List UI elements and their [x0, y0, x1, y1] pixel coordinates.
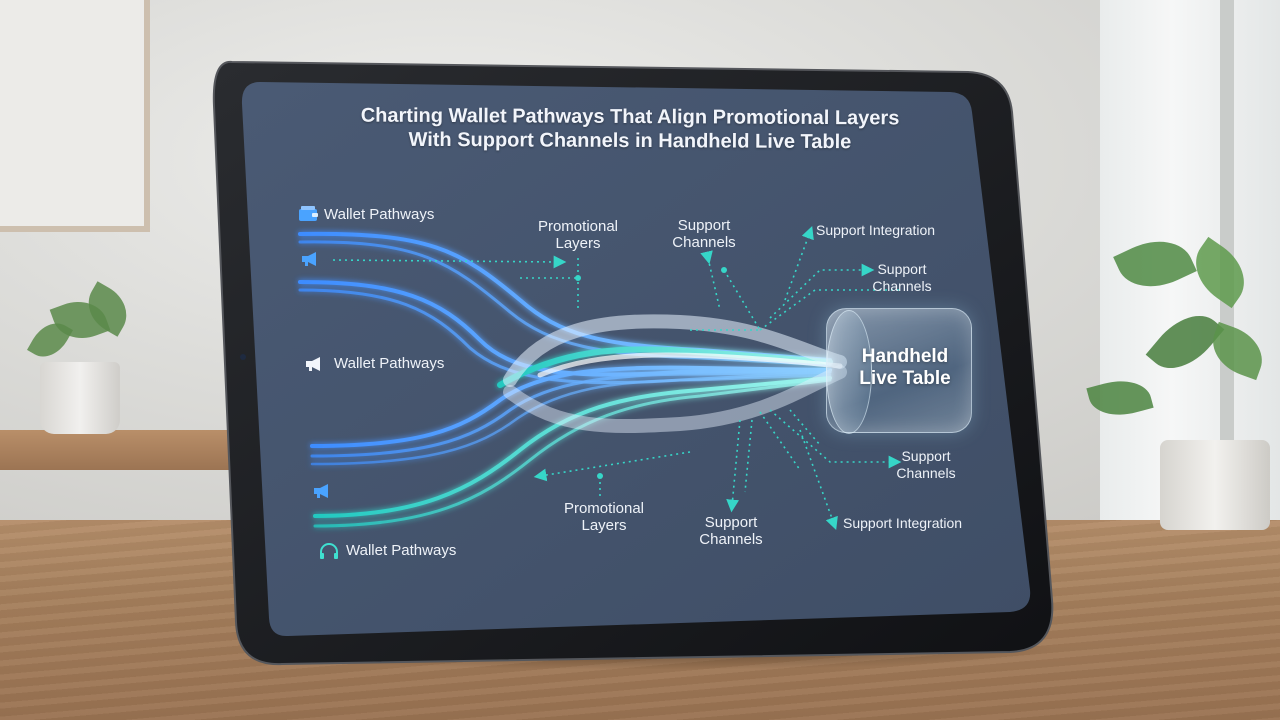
support-top-right-line1: Support	[877, 261, 927, 277]
wall-picture-frame	[0, 0, 150, 232]
hub-label: Handheld Live Table	[838, 346, 972, 390]
promotional-layers-label-top: Promotional Layers	[528, 218, 628, 252]
support-bottom-line2: Channels	[699, 531, 763, 548]
promo-bottom-line2: Layers	[581, 517, 627, 534]
table-grain	[0, 520, 1280, 720]
megaphone-icon	[306, 357, 320, 371]
wallet-icon	[299, 206, 318, 221]
support-bottom-line1: Support	[704, 514, 758, 531]
wallet-pathways-label-bottom: Wallet Pathways	[346, 542, 457, 559]
megaphone-icon	[302, 252, 316, 266]
support-integration-label-top: Support Integration	[816, 222, 936, 238]
background-shelf	[0, 430, 240, 470]
support-bottom-right-line1: Support	[901, 448, 951, 464]
hub-line2: Live Table	[859, 368, 951, 389]
support-channels-label-top-right: Support Channels	[862, 261, 942, 295]
promo-top-line1: Promotional	[537, 218, 619, 235]
hub-line1: Handheld	[861, 346, 949, 367]
diagram-title: Charting Wallet Pathways That Align Prom…	[300, 103, 960, 154]
promotional-layers-label-bottom: Promotional Layers	[552, 500, 656, 534]
hub-cylinder-cap	[826, 310, 872, 434]
support-channels-label-top: Support Channels	[664, 217, 744, 251]
headset-icon	[320, 543, 338, 559]
right-plant-pot	[1160, 440, 1270, 530]
support-bottom-right-line2: Channels	[896, 465, 956, 481]
left-plant-pot	[40, 362, 120, 434]
wallet-pathways-label-top: Wallet Pathways	[324, 206, 435, 223]
tablet-shadow	[240, 630, 1060, 670]
tablet-camera-sensor	[240, 354, 246, 360]
title-line-2: With Support Channels in Handheld Live T…	[408, 128, 852, 154]
support-channels-label-bottom: Support Channels	[690, 514, 772, 548]
support-channels-label-bottom-right: Support Channels	[884, 448, 968, 482]
promo-bottom-line1: Promotional	[563, 500, 645, 517]
support-top-line1: Support	[677, 217, 731, 234]
megaphone-icon	[314, 484, 328, 498]
support-integration-label-bottom: Support Integration	[843, 515, 963, 531]
title-line-1: Charting Wallet Pathways That Align Prom…	[360, 104, 900, 130]
support-top-right-line2: Channels	[872, 278, 932, 294]
wallet-pathways-label-middle: Wallet Pathways	[334, 355, 445, 372]
promo-top-line2: Layers	[555, 235, 601, 252]
support-top-line2: Channels	[672, 234, 736, 251]
